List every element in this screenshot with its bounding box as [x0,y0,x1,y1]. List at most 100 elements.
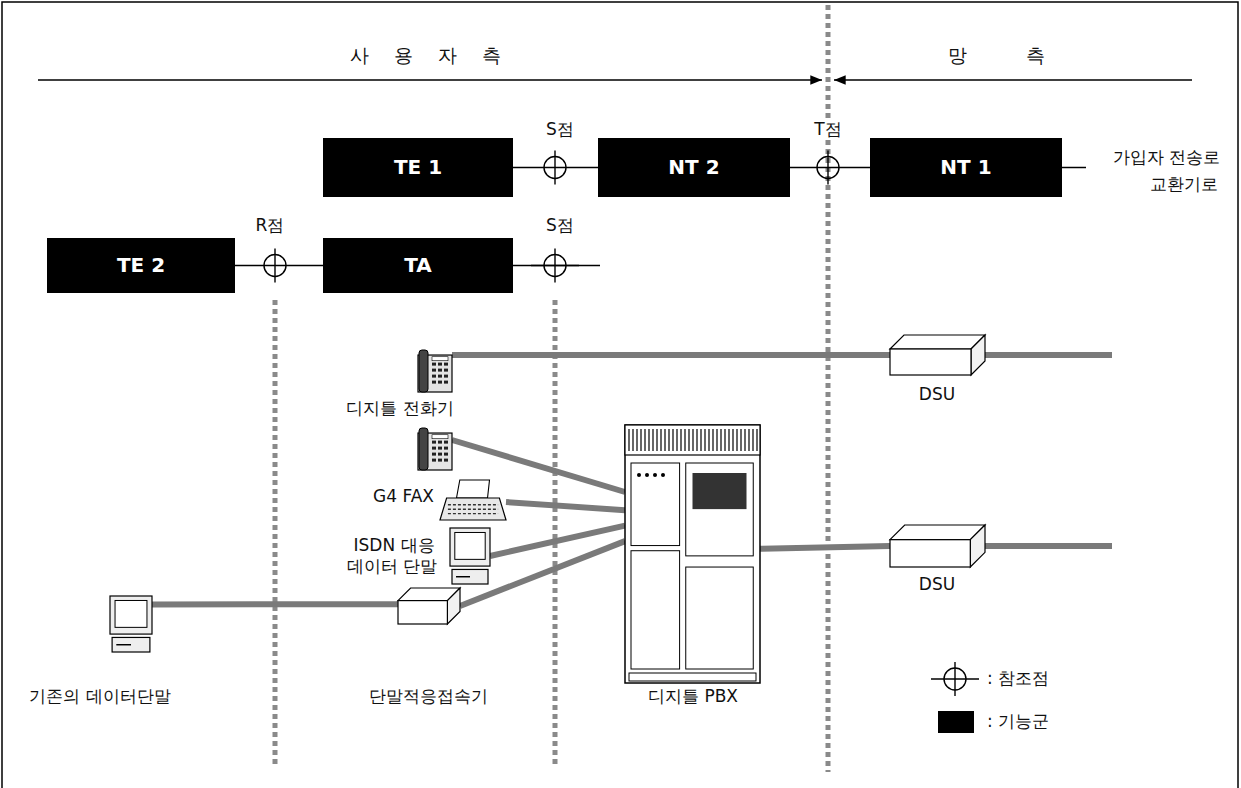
phone-key [438,375,442,378]
stub-line [513,265,600,267]
pbx-vent [732,429,733,451]
phone-key [438,453,442,456]
pbx-vent [660,429,661,451]
icon [110,596,152,652]
pbx-vent [648,429,649,451]
side-arrow [834,79,1192,80]
pbx-vent [756,429,757,451]
monitor-base [452,569,488,584]
pbx-vent [700,429,701,451]
phone-key [444,441,448,444]
monitor-screen [455,532,485,559]
label-box: T점 [708,116,948,143]
box-front [398,601,447,624]
label-box: S점 [440,212,680,239]
reference-point [931,678,979,679]
phone-key [432,459,436,462]
phone-key [432,363,436,366]
pbx-vent [748,429,749,451]
device-label: 기존의 데이터단말 [0,686,200,707]
pbx-vent [680,429,681,451]
icon [440,480,506,520]
fax-paper [457,480,490,498]
phone-handset [419,428,428,470]
phone-key [432,375,436,378]
reference-point [274,249,275,283]
phone-key [444,363,448,366]
pbx-vent [736,429,737,451]
icon [418,350,452,392]
box-front [890,349,971,375]
label-box: 가입자 전송로 교환기로 [1090,144,1220,198]
phone-icon [418,428,452,470]
device-caption: 디지틀 PBX [646,686,740,706]
cable-line [452,352,890,358]
reference-point [554,151,555,185]
pbx-cabinet [625,425,760,683]
pbx-vent [628,429,629,451]
phone-key [444,381,448,384]
phone-handset [419,350,428,392]
pbx-vent [644,429,645,451]
line-cable [980,352,1112,358]
fax-keys [448,504,498,505]
fax-keys [448,513,498,514]
pbx-vent [664,429,665,451]
pbx-lamp [645,473,649,477]
device-label: DSU [877,384,997,405]
phone-key [438,441,442,444]
phone-key [432,441,436,444]
phone-key [444,453,448,456]
function-group: NT 2 [598,138,790,197]
function-group: TA [323,238,513,293]
pbx-vent [724,429,725,451]
device-label: ISDN 대응 데이터 단말 [342,535,444,578]
group-label: NT 2 [668,155,719,180]
box-side [971,335,985,375]
function-group: TE 2 [47,238,235,293]
group-label: TE 2 [117,253,165,278]
digital-phone: 디지틀 전화기 [418,350,452,392]
pbx-vent [632,429,633,451]
phone-key [432,453,436,456]
cable-line [760,546,890,549]
box-top [890,335,985,349]
label-box: S점 [440,116,680,143]
side-heading: 사 용 자 측 [348,44,513,66]
function-group: TE 1 [323,138,513,197]
fax-machine: G4 FAX [440,480,506,520]
monitor-screen [115,600,147,627]
pbx-vent [740,429,741,451]
group-label: TA [404,253,432,278]
phone-key [444,375,448,378]
box-front [890,540,970,567]
monitor-base [112,637,150,652]
side-heading: 망 측 [946,44,1074,66]
label-box: 망 측 [890,40,1130,70]
digital-pbx: 디지틀 PBX [625,425,760,683]
pbx-vent [692,429,693,451]
icon [625,425,760,683]
reference-point-label: S점 [544,215,576,235]
dsu-box: DSU [890,525,985,567]
pbx-vent [672,429,673,451]
pbx-printer [686,463,754,556]
phone-key [444,459,448,462]
pbx-vent [668,429,669,451]
device-caption: DSU [917,574,957,594]
legend-swatch [938,711,974,733]
dsu-box: DSU [890,335,985,375]
phone-key [444,369,448,372]
device-caption: 기존의 데이터단말 [27,686,172,706]
device-label: 디지틀 전화기 [300,398,500,419]
reference-boundary [273,300,278,766]
legend-text: : 참조점 [985,668,1051,688]
monitor-case [450,528,490,566]
phone-key [432,369,436,372]
stub-line [1062,167,1086,169]
device-caption: ISDN 대응 데이터 단말 [347,535,439,576]
legend-entry: : 참조점 [985,665,1051,692]
pbx-door [686,567,754,669]
